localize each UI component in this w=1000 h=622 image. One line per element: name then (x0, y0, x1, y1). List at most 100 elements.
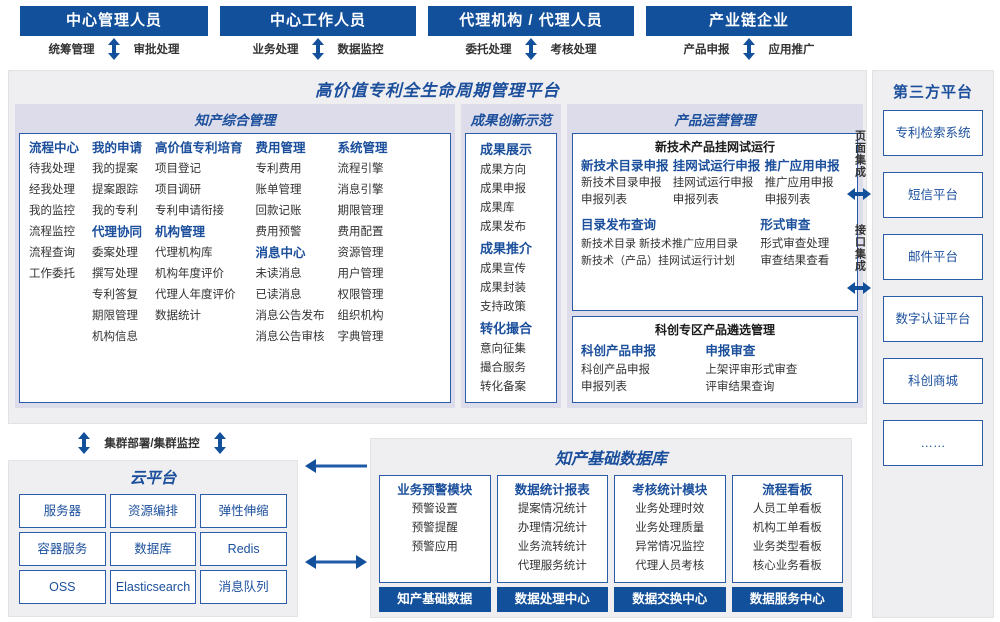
menu-item[interactable]: 转化备案 (480, 381, 526, 393)
ops-item[interactable]: 新技术目录申报 (581, 177, 662, 189)
third-party-item[interactable]: …… (883, 420, 983, 466)
menu-item[interactable]: 账单管理 (255, 184, 302, 196)
kdb-column: 业务预警模块预警设置预警提醒预警应用知产基础数据 (379, 475, 491, 612)
kdb-item[interactable]: 业务类型看板 (752, 541, 822, 553)
menu-item[interactable]: 用户管理 (337, 268, 384, 280)
menu-item[interactable]: 我的专利 (92, 205, 139, 217)
menu-item[interactable]: 消息公告发布 (255, 310, 325, 322)
third-party-item[interactable]: 邮件平台 (883, 234, 983, 280)
kdb-item[interactable]: 预警提醒 (411, 522, 458, 534)
menu-item[interactable]: 我的提案 (92, 163, 139, 175)
menu-item[interactable]: 机构信息 (92, 331, 139, 343)
menu-item[interactable]: 费用配置 (337, 226, 384, 238)
menu-item[interactable]: 期限管理 (92, 310, 139, 322)
menu-item[interactable]: 字典管理 (337, 331, 384, 343)
ops-item[interactable]: 申报列表 (672, 194, 719, 206)
ops-item[interactable]: 新技术目录 新技术推广应用目录 (581, 238, 739, 250)
menu-item[interactable]: 组织机构 (337, 310, 384, 322)
menu-item[interactable]: 成果方向 (480, 164, 526, 176)
kdb-footer[interactable]: 数据处理中心 (496, 587, 608, 612)
menu-item[interactable]: 消息引擎 (337, 184, 384, 196)
menu-item[interactable]: 成果库 (480, 202, 515, 214)
menu-item[interactable]: 提案跟踪 (92, 184, 139, 196)
cloud-resource-cell[interactable]: 数据库 (109, 532, 197, 566)
third-party-item[interactable]: 数字认证平台 (883, 296, 983, 342)
menu-item[interactable]: 专利答复 (92, 289, 139, 301)
ops-item[interactable]: 科创产品申报 (581, 364, 650, 376)
menu-item[interactable]: 专利申请衔接 (155, 205, 225, 217)
menu-item[interactable]: 成果封装 (480, 282, 526, 294)
menu-item[interactable]: 撮合服务 (480, 362, 526, 374)
menu-item[interactable]: 成果申报 (480, 183, 526, 195)
ops-item[interactable]: 挂网试运行申报 (672, 177, 754, 189)
menu-item[interactable]: 期限管理 (337, 205, 384, 217)
cloud-resource-cell[interactable]: 资源编排 (109, 494, 197, 528)
kdb-item[interactable]: 办理情况统计 (517, 522, 587, 534)
menu-item[interactable]: 已读消息 (255, 289, 302, 301)
menu-item[interactable]: 未读消息 (255, 268, 302, 280)
actor-4: 产业链企业产品申报应用推广 (646, 6, 852, 64)
ops-row: 科创产品申报科创产品申报申报列表申报审查上架评审形式审查评审结果查询 (581, 341, 849, 396)
ops-item[interactable]: 审查结果查看 (760, 255, 830, 267)
ops-item[interactable]: 申报列表 (581, 194, 627, 206)
kdb-item[interactable]: 代理服务统计 (517, 560, 587, 572)
menu-item[interactable]: 成果发布 (480, 221, 526, 233)
menu-item[interactable]: 流程引擎 (337, 163, 384, 175)
menu-item[interactable]: 成果宣传 (480, 263, 526, 275)
menu-item[interactable]: 工作委托 (29, 268, 75, 280)
ops-item[interactable]: 推广应用申报 (764, 177, 834, 189)
kdb-item[interactable]: 预警应用 (411, 541, 458, 553)
kdb-item[interactable]: 异常情况监控 (635, 541, 705, 553)
cloud-resource-cell[interactable]: OSS (19, 570, 106, 604)
ops-box-title: 新技术产品挂网试运行 (654, 140, 775, 154)
kdb-item[interactable]: 机构工单看板 (752, 522, 822, 534)
kdb-item[interactable]: 核心业务看板 (752, 560, 822, 572)
ops-item[interactable]: 申报列表 (581, 381, 627, 393)
menu-item[interactable]: 代理人年度评价 (155, 289, 236, 301)
ops-item[interactable]: 形式审查处理 (760, 238, 830, 250)
cloud-resource-cell[interactable]: 服务器 (19, 494, 106, 528)
menu-item[interactable]: 代理机构库 (155, 247, 213, 259)
cloud-resource-cell[interactable]: Redis (200, 532, 287, 566)
menu-item[interactable]: 委案处理 (92, 247, 139, 259)
kdb-item[interactable]: 业务处理质量 (635, 522, 705, 534)
menu-item[interactable]: 待我处理 (29, 163, 75, 175)
menu-item[interactable]: 项目登记 (155, 163, 202, 175)
kdb-item[interactable]: 业务处理时效 (635, 503, 705, 515)
menu-item[interactable]: 消息公告审核 (255, 331, 325, 343)
ops-item[interactable]: 申报列表 (764, 194, 811, 206)
kdb-item[interactable]: 提案情况统计 (517, 503, 587, 515)
menu-item[interactable]: 资源管理 (337, 247, 384, 259)
kdb-footer[interactable]: 知产基础数据 (379, 587, 491, 612)
cloud-resource-cell[interactable]: Elasticsearch (109, 570, 197, 604)
cloud-resource-cell[interactable]: 容器服务 (19, 532, 106, 566)
kdb-item[interactable]: 预警设置 (411, 503, 458, 515)
menu-item[interactable]: 专利费用 (255, 163, 302, 175)
third-party-item[interactable]: 专利检索系统 (883, 110, 983, 156)
kdb-footer[interactable]: 数据交换中心 (614, 587, 726, 612)
menu-item[interactable]: 项目调研 (155, 184, 202, 196)
cloud-resource-cell[interactable]: 弹性伸缩 (200, 494, 287, 528)
ops-item[interactable]: 评审结果查询 (705, 381, 775, 393)
menu-item[interactable]: 数据统计 (155, 310, 202, 322)
kdb-footer[interactable]: 数据服务中心 (731, 587, 843, 612)
kdb-item[interactable]: 业务流转统计 (517, 541, 587, 553)
kdb-item[interactable]: 代理人员考核 (635, 560, 705, 572)
ops-item[interactable]: 新技术（产品）挂网试运行计划 (581, 255, 735, 267)
menu-item[interactable]: 流程监控 (29, 226, 75, 238)
menu-item[interactable]: 我的监控 (29, 205, 75, 217)
menu-item[interactable]: 回款记账 (255, 205, 302, 217)
menu-item[interactable]: 流程查询 (29, 247, 75, 259)
menu-item[interactable]: 经我处理 (29, 184, 75, 196)
menu-item[interactable]: 权限管理 (337, 289, 384, 301)
menu-item[interactable]: 意向征集 (480, 343, 526, 355)
menu-item[interactable]: 机构年度评价 (155, 268, 225, 280)
third-party-item[interactable]: 短信平台 (883, 172, 983, 218)
ops-item[interactable]: 上架评审形式审查 (705, 364, 798, 376)
menu-item[interactable]: 支持政策 (480, 301, 526, 313)
menu-item[interactable]: 撰写处理 (92, 268, 139, 280)
third-party-item[interactable]: 科创商城 (883, 358, 983, 404)
menu-item[interactable]: 费用预警 (255, 226, 302, 238)
kdb-item[interactable]: 人员工单看板 (752, 503, 822, 515)
cloud-resource-cell[interactable]: 消息队列 (200, 570, 287, 604)
